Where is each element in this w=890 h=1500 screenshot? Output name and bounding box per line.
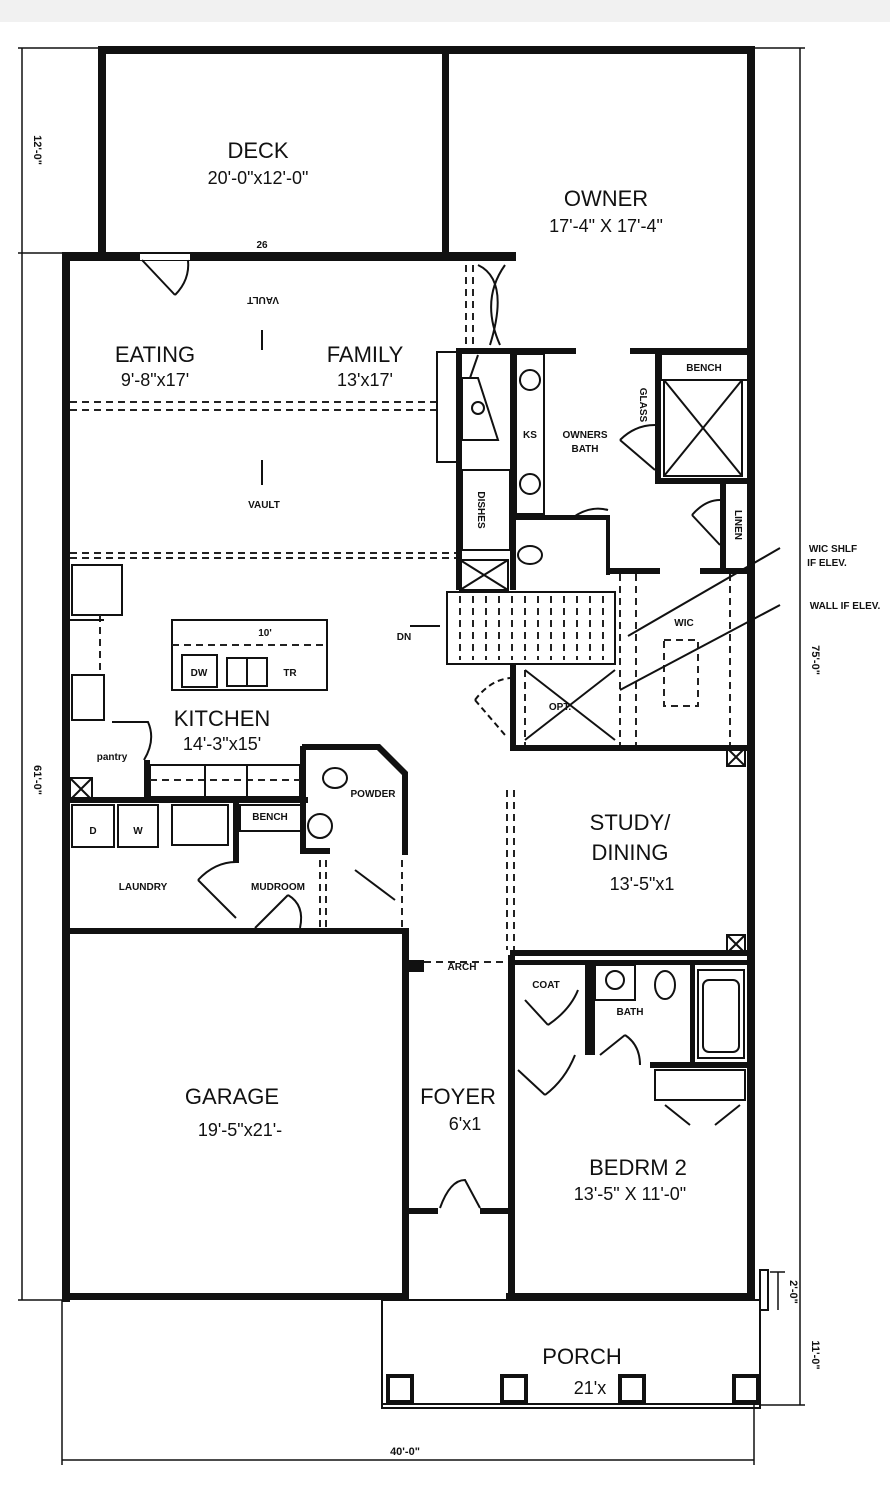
label-owners-bath: OWNERS	[563, 430, 608, 441]
viewer-top-bar	[0, 0, 890, 22]
label-tr: TR	[283, 668, 297, 679]
dimension-lines	[18, 47, 805, 1465]
cooktop	[204, 764, 248, 798]
sink-icon	[594, 964, 636, 1001]
label-vault-top: VAULT	[247, 294, 279, 305]
room-kitchen: KITCHEN	[174, 706, 271, 731]
label-pantry: pantry	[97, 752, 128, 763]
kitchen-island	[171, 619, 328, 691]
room-owner-size: 17'-4" X 17'-4"	[549, 216, 663, 236]
label-powder: POWDER	[351, 789, 397, 800]
porch-column	[500, 1374, 528, 1404]
label-laundry: LAUNDRY	[119, 882, 168, 893]
sink-icon	[519, 369, 541, 391]
room-dining: DINING	[592, 840, 669, 865]
label-vault-bottom: VAULT	[248, 500, 280, 511]
label-bench-bath: BENCH	[686, 363, 722, 374]
room-study: STUDY/	[590, 810, 672, 835]
label-arch: ARCH	[448, 962, 477, 973]
dim-left-main: 61'-0"	[31, 765, 43, 795]
toilet-icon	[654, 970, 676, 1000]
label-dn: DN	[397, 632, 411, 643]
room-kitchen-size: 14'-3"x15'	[183, 734, 261, 754]
room-eating: EATING	[115, 342, 195, 367]
toilet-icon	[517, 545, 543, 565]
porch-column	[732, 1374, 760, 1404]
dim-right-total: 75'-0"	[809, 645, 821, 675]
dim-left-top: 12'-0"	[31, 135, 43, 165]
room-porch: PORCH	[542, 1344, 621, 1369]
dim-bottom-width: 40'-0"	[390, 1446, 420, 1458]
room-deck-size: 20'-0"x12'-0"	[208, 168, 309, 188]
room-deck: DECK	[227, 138, 288, 163]
label-wic: WIC	[674, 618, 693, 629]
dim-right-small: 2'-0"	[787, 1280, 799, 1304]
label-wall-if-elev: WALL IF ELEV.	[810, 601, 881, 612]
front-fixtures	[424, 747, 746, 1209]
label-mudroom: MUDROOM	[251, 882, 305, 893]
porch-column	[618, 1374, 646, 1404]
label-washer: W	[133, 826, 143, 837]
room-owner: OWNER	[564, 186, 648, 211]
label-bath: BATH	[616, 1007, 643, 1018]
room-family: FAMILY	[327, 342, 404, 367]
label-dw: DW	[191, 668, 208, 679]
label-glass: GLASS	[637, 388, 648, 423]
label-bench-mud: BENCH	[252, 812, 288, 823]
toilet-icon	[322, 767, 348, 789]
label-wic-shelf: WIC SHLF	[809, 544, 857, 555]
wic-area	[474, 547, 781, 745]
stairs	[410, 591, 616, 665]
dim-right-porch: 11'-0"	[809, 1340, 821, 1369]
owners-bath-fixtures	[459, 353, 749, 591]
sink-icon	[519, 473, 541, 495]
label-opt: OPT.	[549, 702, 571, 713]
room-garage-size: 19'-5"x21'-	[198, 1120, 282, 1140]
label-island: 10'	[258, 628, 272, 639]
room-family-size: 13'x17'	[337, 370, 393, 390]
porch-column	[386, 1374, 414, 1404]
label-coat: COAT	[532, 980, 560, 991]
room-foyer: FOYER	[420, 1084, 496, 1109]
room-garage: GARAGE	[185, 1084, 279, 1109]
label-owners-bath-2: BATH	[571, 444, 598, 455]
porch	[381, 1269, 769, 1409]
room-eating-size: 9'-8"x17'	[121, 370, 189, 390]
room-foyer-size: 6'x1	[449, 1114, 481, 1134]
kitchen-fixtures	[68, 564, 403, 929]
room-study-size: 13'-5"x1	[610, 874, 675, 894]
label-dishes: DISHES	[475, 491, 486, 529]
label-wic-shelf-2: IF ELEV.	[807, 558, 847, 569]
sink-icon	[307, 813, 333, 839]
label-ks: KS	[523, 430, 537, 441]
laundry-sink	[171, 804, 229, 846]
label-door-width: 26	[256, 240, 268, 251]
fireplace	[436, 351, 500, 463]
label-dryer: D	[89, 826, 96, 837]
label-linen: LINEN	[732, 510, 743, 540]
bathtub	[697, 969, 745, 1059]
room-bedroom-2: BEDRM 2	[589, 1155, 687, 1180]
interior-walls	[68, 348, 748, 1068]
room-bedroom-2-size: 13'-5" X 11'-0"	[574, 1184, 686, 1204]
room-porch-size: 21'x	[574, 1378, 606, 1398]
